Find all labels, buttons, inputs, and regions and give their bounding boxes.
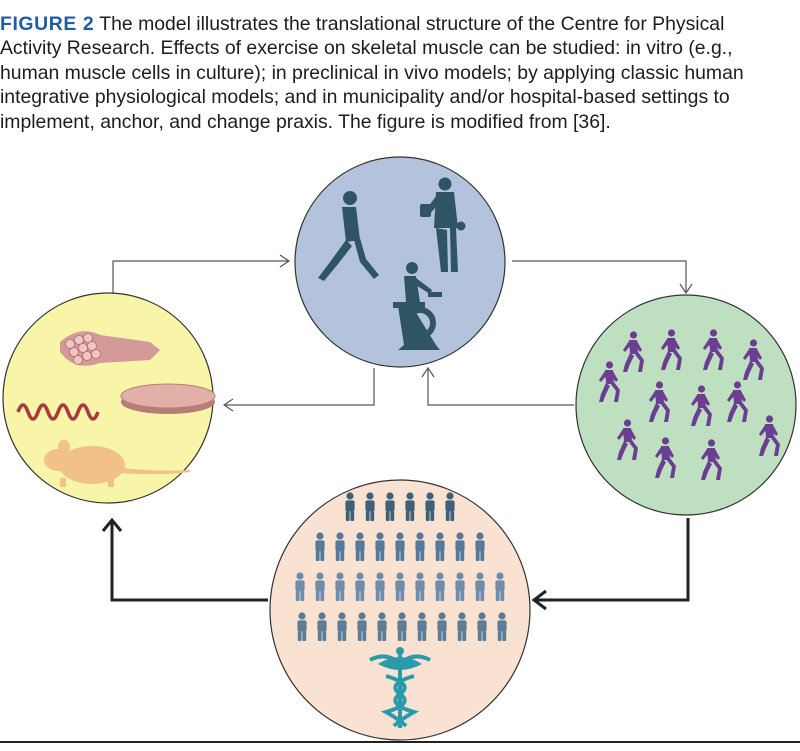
- petri-dish-icon: [120, 383, 216, 414]
- arrowhead-human-in-2: [421, 366, 435, 378]
- figure-label: FIGURE 2: [0, 13, 95, 35]
- caption-text: The model illustrates the translational …: [0, 13, 744, 133]
- bottom-rule: [0, 741, 800, 743]
- arrowhead-clinical-in: [531, 589, 547, 611]
- arrow-human-to-invitro: [225, 368, 375, 406]
- arrow-population-to-human: [427, 368, 574, 406]
- muscle-fiber-bundle-icon: [60, 331, 160, 366]
- dna-helix-icon: [16, 403, 100, 421]
- walking-person-icon: [318, 191, 379, 281]
- arrowhead-invitro-in-2: [101, 517, 123, 532]
- arrowhead-invitro-in: [222, 398, 234, 412]
- mouse-icon: [44, 440, 190, 487]
- caduceus-icon: [369, 647, 431, 728]
- arrowhead-population-in: [679, 283, 693, 295]
- clinical-circle: [269, 479, 531, 741]
- stationary-cyclist-icon: [393, 262, 442, 350]
- arrow-clinical-to-invitro: [110, 520, 268, 602]
- dumbbell-lifter-icon: [420, 177, 466, 272]
- arrow-human-to-population: [512, 260, 687, 292]
- human-models-circle: [294, 156, 506, 368]
- arrowhead-human-in: [279, 254, 291, 268]
- arrow-population-to-clinical: [534, 518, 690, 602]
- in-vitro-circle: [2, 292, 216, 504]
- figure-caption: FIGURE 2 The model illustrates the trans…: [0, 12, 790, 134]
- population-circle: [575, 294, 797, 516]
